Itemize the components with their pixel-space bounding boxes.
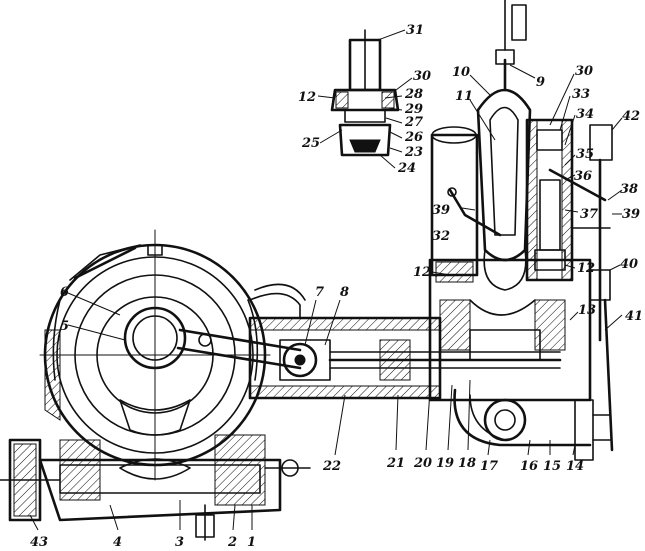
drive-pulley: [0, 438, 61, 522]
label-35: 35: [576, 147, 594, 162]
label-12a: 12: [413, 265, 431, 280]
label-9: 9: [536, 75, 545, 90]
label-42: 42: [622, 109, 640, 124]
label-27: 27: [404, 115, 423, 130]
label-12-inset: 12: [298, 90, 316, 105]
valve-column-right: [525, 118, 614, 452]
label-25: 25: [301, 136, 320, 151]
label-18: 18: [458, 456, 476, 471]
label-39a: 39: [432, 203, 450, 218]
label-29: 29: [404, 102, 423, 117]
label-22: 22: [322, 459, 341, 474]
label-5: 5: [60, 319, 69, 334]
label-17: 17: [480, 459, 498, 474]
label-1: 1: [247, 535, 256, 550]
label-40: 40: [620, 257, 638, 272]
pump-block: [428, 258, 611, 461]
label-33: 33: [572, 87, 590, 102]
label-32: 32: [432, 229, 450, 244]
label-26: 26: [404, 130, 423, 145]
connecting-rod: [176, 328, 318, 378]
label-43: 43: [30, 535, 48, 550]
label-36: 36: [574, 169, 592, 184]
label-13: 13: [578, 303, 596, 318]
valve-column-left: [430, 126, 502, 283]
label-28: 28: [404, 87, 423, 102]
label-11: 11: [455, 89, 473, 104]
label-30b: 30: [575, 64, 593, 79]
valve-detail-inset: [330, 29, 400, 157]
air-chamber: [476, 0, 532, 291]
label-20: 20: [413, 456, 432, 471]
label-24: 24: [397, 161, 416, 176]
label-15: 15: [543, 459, 561, 474]
label-19: 19: [436, 456, 454, 471]
label-7: 7: [315, 285, 324, 300]
label-34: 34: [576, 107, 594, 122]
label-14: 14: [566, 459, 584, 474]
label-12b: 12: [577, 261, 595, 276]
label-2: 2: [227, 535, 237, 550]
callout-labels: 31 30 9 10 30 33 34 42 12 28 29 27 25 26…: [29, 23, 643, 550]
label-39b: 39: [622, 207, 640, 222]
label-23: 23: [404, 145, 423, 160]
label-37: 37: [580, 207, 598, 222]
label-3: 3: [175, 535, 184, 550]
crosshead-frame: [248, 283, 562, 400]
label-41: 41: [625, 309, 643, 324]
label-30a: 30: [413, 69, 431, 84]
label-4: 4: [113, 535, 122, 550]
label-16: 16: [520, 459, 538, 474]
label-31: 31: [406, 23, 424, 38]
label-6: 6: [60, 285, 69, 300]
gear-box: [38, 434, 311, 541]
label-21: 21: [386, 456, 405, 471]
label-38: 38: [620, 182, 638, 197]
label-8: 8: [340, 285, 349, 300]
label-10: 10: [452, 65, 470, 80]
